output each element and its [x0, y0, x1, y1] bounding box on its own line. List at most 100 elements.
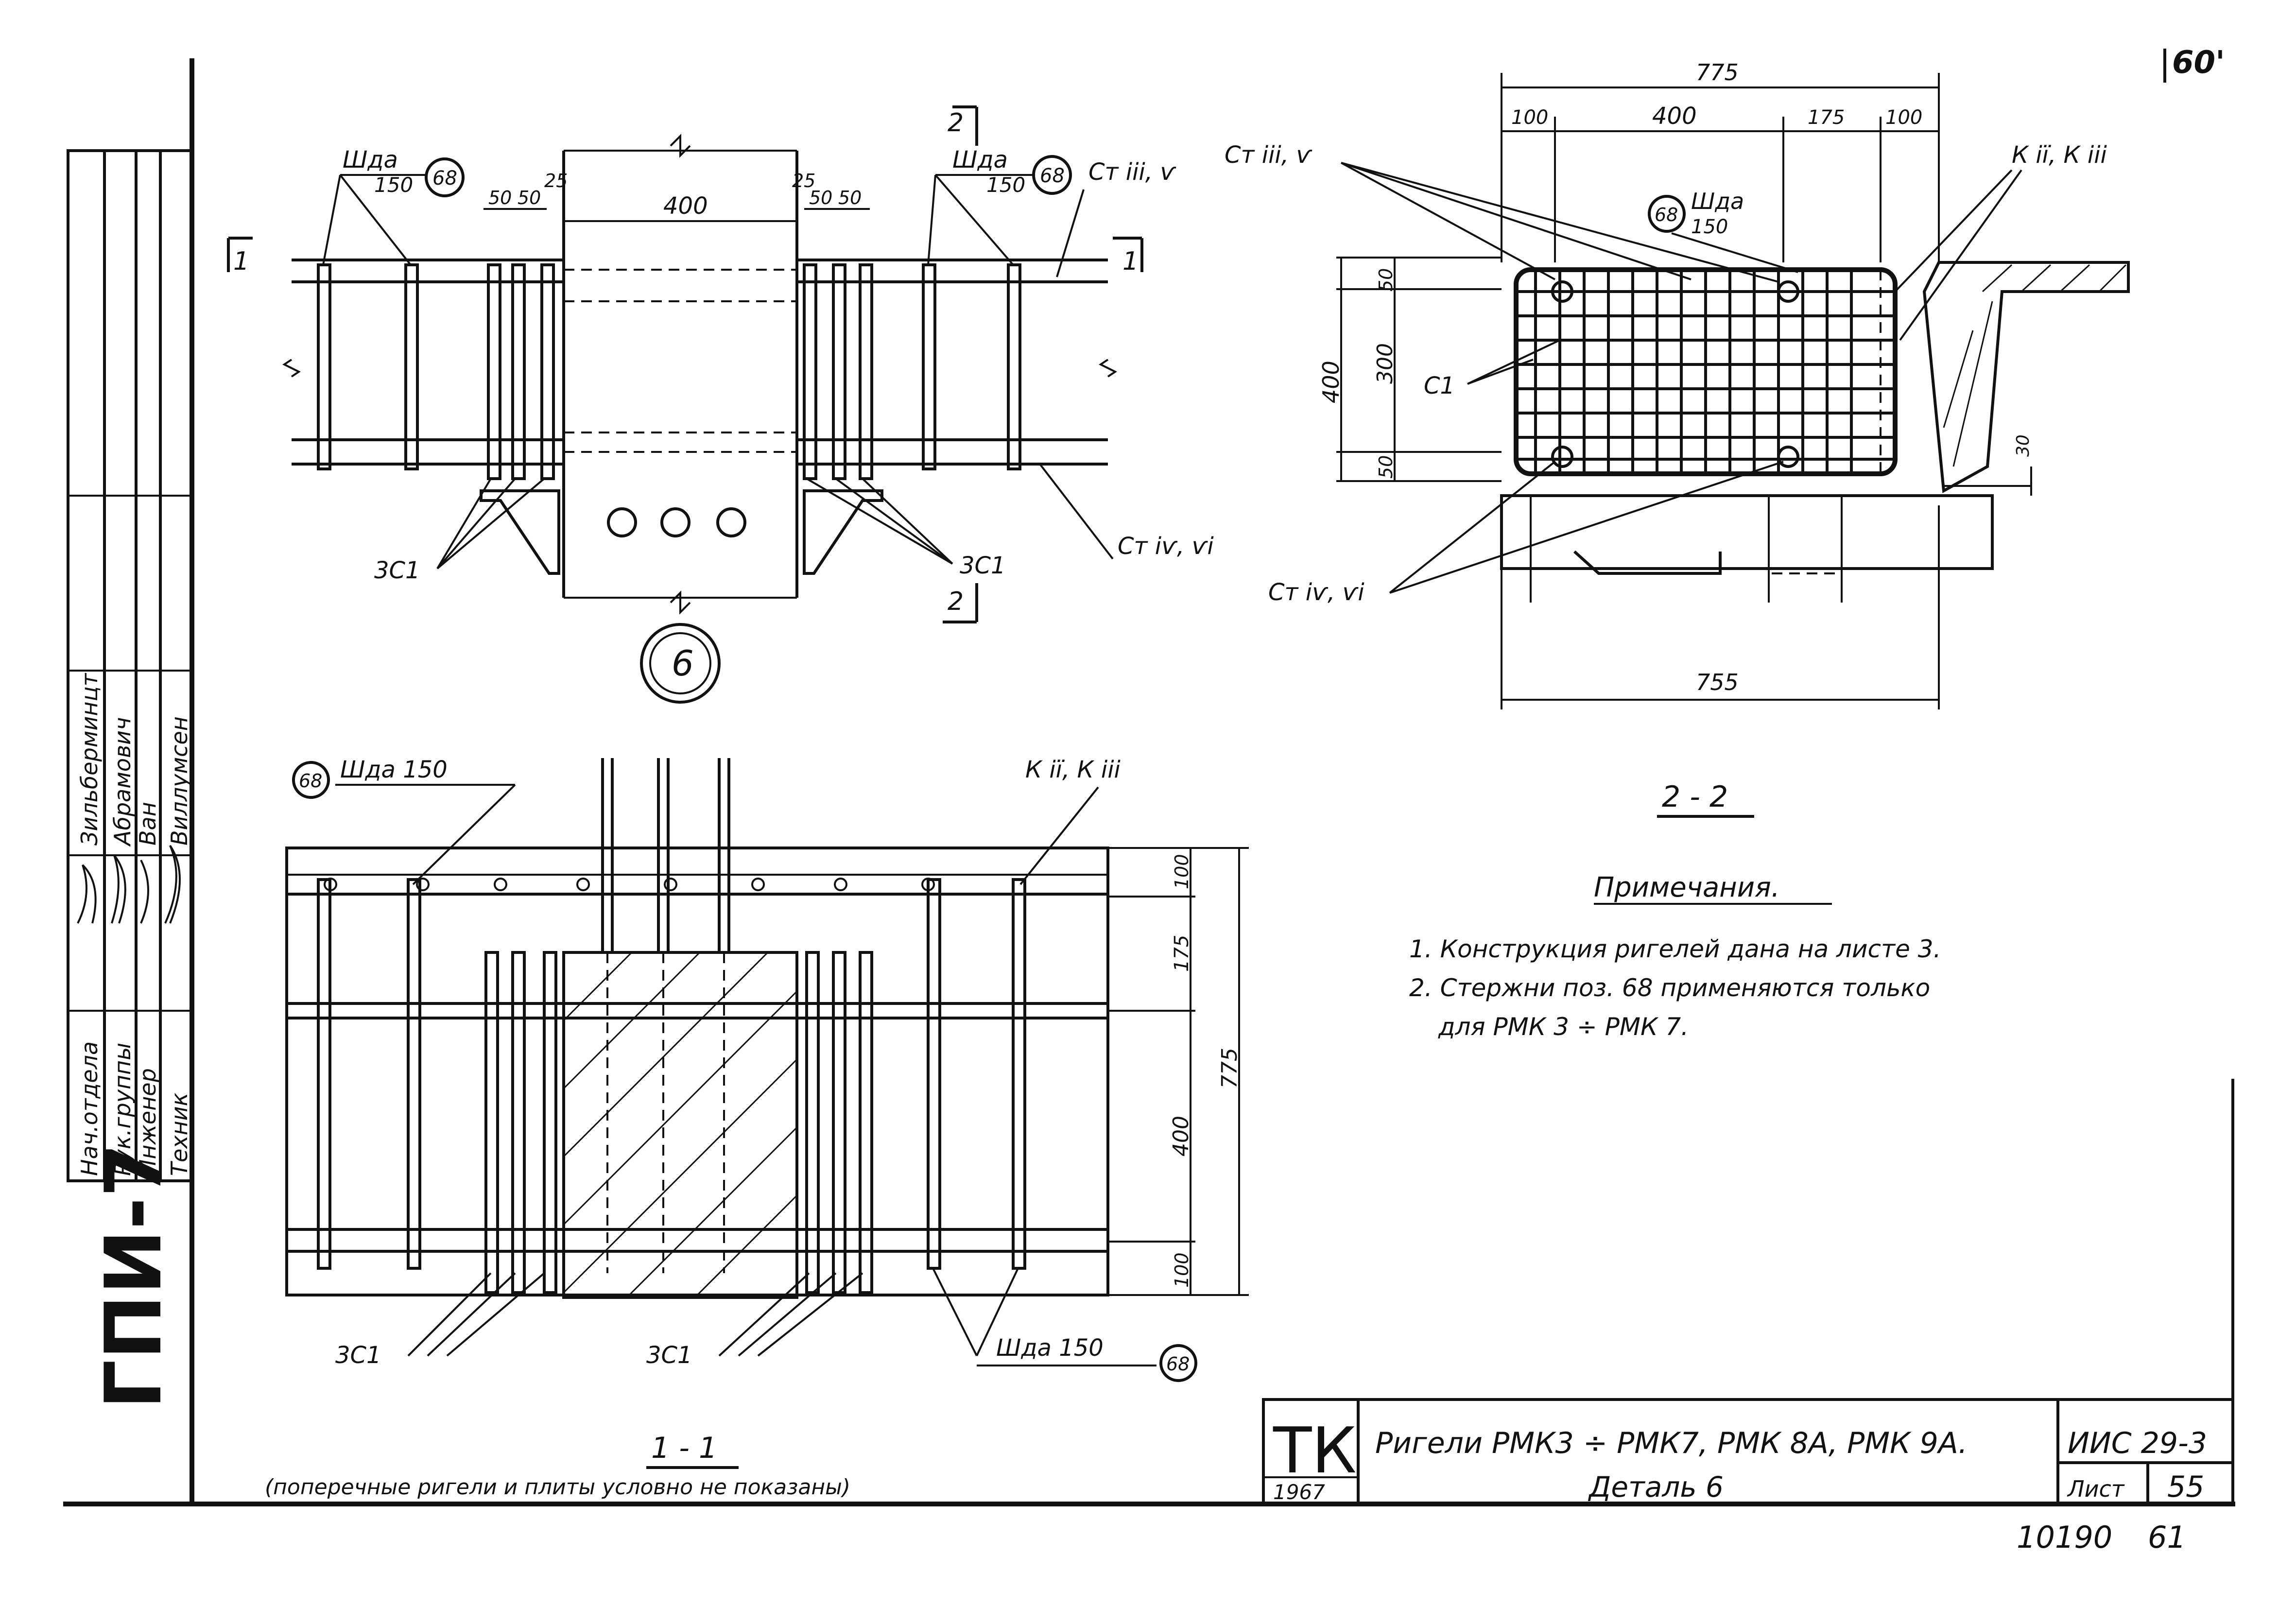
s22-caption: 2 - 2	[1662, 780, 1728, 814]
top-pos-circle-right	[1032, 155, 1072, 195]
s11-dim-775: 775	[1217, 1048, 1242, 1089]
s22-pos-circle	[1648, 195, 1686, 233]
top-dim-50b: 50	[518, 187, 541, 208]
top-pos-circle-left	[425, 157, 465, 197]
sheet-label: Лист	[2067, 1476, 2125, 1502]
s22-dim-100-right: 100	[1885, 106, 1922, 129]
top-spacing-left: 150	[374, 173, 413, 197]
sheet-number: 55	[2167, 1470, 2204, 1504]
detail-number: 6	[672, 643, 694, 684]
top-pos-left: 68	[432, 167, 457, 190]
series: ИИС 29-3	[2068, 1426, 2207, 1460]
title-block: ТК 1967 Ригели РМК3 ÷ РМК7, РМК 8А, РМК …	[1262, 1398, 2234, 1555]
detail-circle-inner	[649, 632, 711, 694]
top-dim-25-right: 25	[792, 170, 815, 191]
stamp-name-4: Виллумсен	[166, 716, 192, 846]
top-dim-400: 400	[663, 192, 708, 220]
s22-pos: 68	[1655, 204, 1678, 225]
mesh-c1	[1514, 267, 1898, 476]
stamp-name-2: Абрамович	[109, 717, 136, 847]
stamp-role-4: Техник	[166, 1092, 192, 1176]
s22-dim-400: 400	[1652, 103, 1697, 130]
s11-caption: 1 - 1	[651, 1431, 717, 1465]
s22-dim-175: 175	[1808, 106, 1845, 129]
stamp-name-1: Зильберминцт	[76, 673, 103, 846]
top-label-frames-right: 3С1	[960, 552, 1006, 579]
s11-label-frames-right: 3С1	[646, 1342, 692, 1369]
s11-bar-label-bottom: Шда 150	[996, 1334, 1104, 1362]
s22-bar-label: Шда	[1691, 188, 1744, 214]
title-line-2: Деталь 6	[1588, 1470, 1724, 1503]
s11-dim-100-bottom: 100	[1171, 1252, 1192, 1288]
s11-dim-100-top: 100	[1171, 854, 1192, 889]
notes: Примечания. 1. Конструкция ригелей дана …	[1409, 872, 1941, 1041]
stamp-role-2: Рук.группы	[109, 1043, 136, 1176]
s22-dim-v-400: 400	[1318, 361, 1344, 403]
s11-pos-circle-top	[292, 761, 330, 799]
s22-label-c1: С1	[1424, 372, 1455, 399]
page-number: 61	[2148, 1520, 2186, 1555]
s11-dim-400: 400	[1169, 1116, 1193, 1157]
s11-label-frames-left: 3С1	[335, 1342, 381, 1369]
s22-dim-v-50-bottom: 50	[1375, 455, 1397, 479]
s22-dim-30: 30	[2013, 434, 2033, 457]
s22-dim-v-50-top: 50	[1375, 268, 1397, 292]
s11-bar-label-top: Шда 150	[340, 756, 448, 783]
top-label-rods-bottom: Ст іѵ, ѵі	[1118, 533, 1214, 560]
stirrups	[317, 263, 1021, 480]
s11-caption-note: (поперечные ригели и плиты условно не по…	[265, 1475, 850, 1500]
anchor-bolt	[716, 507, 746, 537]
lower-beam	[1500, 494, 1994, 570]
page-corner-mark: 60'	[2172, 45, 2225, 81]
s22-label-k: К ії, К ііі	[2012, 141, 2107, 169]
section-2-2: 775 100 400 175 100 400 50 300 50	[1225, 59, 2130, 818]
s22-dim-755: 755	[1696, 669, 1739, 695]
stamp-role-1: Нач.отдела	[76, 1041, 103, 1176]
top-pos-right: 68	[1040, 165, 1065, 187]
top-label-frames-left: 3С1	[374, 557, 420, 584]
column-section	[562, 951, 798, 1299]
s22-dim-v-300: 300	[1373, 343, 1398, 384]
section-mark-1-right: 1	[1122, 247, 1139, 276]
s11-pos-bottom: 68	[1166, 1353, 1190, 1375]
org-mark: ТК	[1273, 1414, 1357, 1487]
top-bar-label-left: Шда	[343, 146, 398, 173]
anchor-bolt	[660, 507, 691, 537]
s22-dim-775: 775	[1696, 59, 1739, 86]
stamp-name-3: Ван	[135, 802, 161, 846]
note-3: для РМК 3 ÷ РМК 7.	[1438, 1013, 1689, 1041]
top-dim-50c: 50	[809, 187, 832, 208]
section-1-1: 100 175 400 100 775 68 Шда 150 К ії, К і…	[265, 756, 1249, 1500]
top-spacing-right: 150	[986, 173, 1025, 197]
title-line-1: Ригели РМК3 ÷ РМК7, РМК 8А, РМК 9А.	[1375, 1426, 1968, 1460]
left-stamp: Нач.отдела Рук.группы Инженер Техник Зил…	[67, 149, 193, 1410]
stamp-role-3: Инженер	[135, 1068, 161, 1176]
inventory: 10190	[2017, 1520, 2112, 1555]
top-dim-25-left: 25	[544, 170, 568, 191]
s22-label-st-bottom: Ст іѵ, ѵі	[1268, 579, 1364, 606]
s22-label-st-top: Ст ііі, ѵ	[1225, 141, 1312, 169]
slab-section	[1922, 261, 2130, 493]
sheet-code-vertical: ГПИ-7	[88, 1143, 179, 1410]
detail-circle-outer	[640, 623, 721, 704]
s22-dim-100-left: 100	[1511, 106, 1548, 129]
top-label-rods-top: Ст ііі, ѵ	[1088, 158, 1176, 186]
top-dim-50d: 50	[838, 187, 862, 208]
anchor-bolt	[607, 507, 637, 537]
section-mark-2-bottom: 2	[948, 587, 964, 616]
note-1: 1. Конструкция ригелей дана на листе 3.	[1409, 935, 1941, 963]
s11-label-k: К ії, К ііі	[1025, 756, 1121, 783]
notes-title: Примечания.	[1594, 872, 1780, 903]
note-2: 2. Стержни поз. 68 применяются только	[1409, 974, 1930, 1002]
s11-pos-top: 68	[299, 770, 322, 792]
top-dim-50a: 50	[488, 187, 512, 208]
top-view-detail-6: 400 25 25 50 50 50 50 Шда 150 68 Шда 150…	[227, 105, 1214, 704]
section-mark-1-left: 1	[233, 247, 249, 276]
section-mark-2-top: 2	[948, 108, 964, 138]
s11-dim-175: 175	[1171, 935, 1193, 972]
s22-spacing: 150	[1691, 216, 1728, 238]
s11-pos-circle-bottom	[1159, 1344, 1197, 1382]
signature-scribbles	[77, 845, 181, 924]
year: 1967	[1273, 1480, 1325, 1504]
